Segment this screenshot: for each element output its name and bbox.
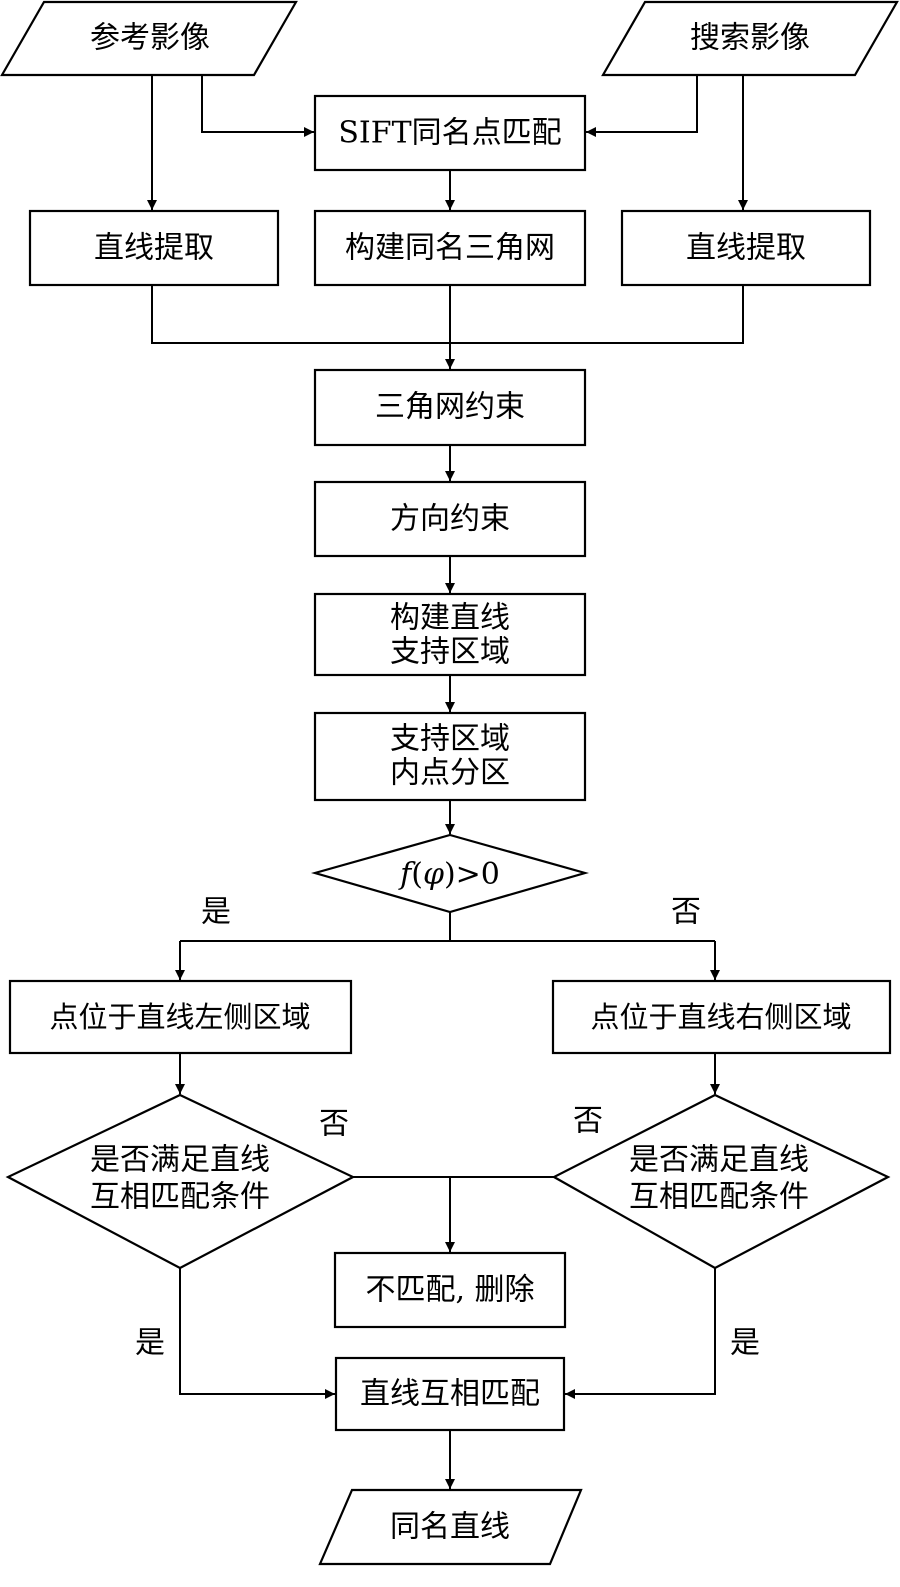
process-line-extract-right: 直线提取 <box>620 209 872 287</box>
process-mutual-match-label: 直线互相匹配 <box>360 1377 540 1412</box>
edge-label-left-yes: 是 <box>135 1326 165 1361</box>
process-support-region-partition-line1: 支持区域 <box>390 722 510 757</box>
process-sift-match: SIFT同名点匹配 <box>313 94 587 172</box>
process-left-region-label: 点位于直线左侧区域 <box>49 1000 310 1034</box>
decision-condition-f-label: f(φ)>0 <box>398 857 500 892</box>
edge-merge-right <box>450 285 744 344</box>
edge-left-check-to-match <box>179 1268 335 1399</box>
process-triangle-constraint-label: 三角网约束 <box>375 390 525 425</box>
decision-condition-f: f(φ)>0 <box>310 833 590 914</box>
process-left-region: 点位于直线左侧区域 <box>8 979 353 1055</box>
decision-mutual-check-left-line2: 互相匹配条件 <box>90 1180 270 1215</box>
output-same-name-line-label: 同名直线 <box>390 1510 510 1545</box>
process-mutual-match: 直线互相匹配 <box>334 1356 566 1432</box>
process-no-match-delete-label: 不匹配, 删除 <box>365 1273 534 1308</box>
process-line-extract-left: 直线提取 <box>28 209 280 287</box>
process-support-region-partition-line2: 内点分区 <box>390 756 510 791</box>
decision-mutual-check-left-line1: 是否满足直线 <box>90 1143 270 1178</box>
decision-mutual-check-right: 是否满足直线 互相匹配条件 <box>551 1093 891 1270</box>
process-right-region: 点位于直线右侧区域 <box>551 979 892 1055</box>
process-line-extract-left-label: 直线提取 <box>94 231 214 266</box>
edge-search-to-sift <box>586 75 698 137</box>
condition-rest: )>0 <box>444 857 500 892</box>
process-line-extract-right-label: 直线提取 <box>686 231 806 266</box>
process-build-triangle-net-label: 构建同名三角网 <box>345 231 555 266</box>
process-line-support-region-line2: 支持区域 <box>390 635 510 670</box>
process-direction-constraint: 方向约束 <box>313 480 587 558</box>
edge-ref-to-sift <box>201 75 314 137</box>
process-line-support-region: 构建直线 支持区域 <box>313 592 587 677</box>
input-reference-image: 参考影像 <box>0 0 298 77</box>
edge-right-check-to-match <box>565 1268 716 1399</box>
edge-condition-split <box>180 912 715 942</box>
process-right-region-label: 点位于直线右侧区域 <box>590 1000 851 1034</box>
process-no-match-delete: 不匹配, 删除 <box>333 1251 567 1329</box>
edge-label-right-yes: 是 <box>730 1326 760 1361</box>
edge-label-cond-yes: 是 <box>201 895 231 930</box>
condition-paren: ( <box>411 857 423 892</box>
edge-labels: 是 否 否 否 是 是 <box>135 895 760 1361</box>
condition-variable: φ <box>423 857 444 892</box>
edge-merge-left <box>151 285 450 344</box>
input-reference-image-label: 参考影像 <box>90 21 210 56</box>
process-support-region-partition: 支持区域 内点分区 <box>313 711 587 802</box>
input-search-image-label: 搜索影像 <box>690 21 810 56</box>
edge-label-cond-no: 否 <box>671 895 701 930</box>
process-build-triangle-net: 构建同名三角网 <box>313 209 587 287</box>
output-same-name-line: 同名直线 <box>318 1488 583 1566</box>
edge-label-right-no: 否 <box>573 1104 603 1139</box>
process-line-support-region-line1: 构建直线 <box>390 601 510 636</box>
edge-label-left-no: 否 <box>319 1107 349 1142</box>
process-sift-match-label: SIFT同名点匹配 <box>338 116 561 151</box>
decision-mutual-check-right-line1: 是否满足直线 <box>629 1143 809 1178</box>
decision-mutual-check-right-line2: 互相匹配条件 <box>629 1180 809 1215</box>
input-search-image: 搜索影像 <box>601 0 899 77</box>
connectors <box>147 75 748 1489</box>
process-direction-constraint-label: 方向约束 <box>390 502 510 537</box>
decision-mutual-check-left: 是否满足直线 互相匹配条件 <box>5 1093 356 1270</box>
process-triangle-constraint: 三角网约束 <box>313 368 587 447</box>
